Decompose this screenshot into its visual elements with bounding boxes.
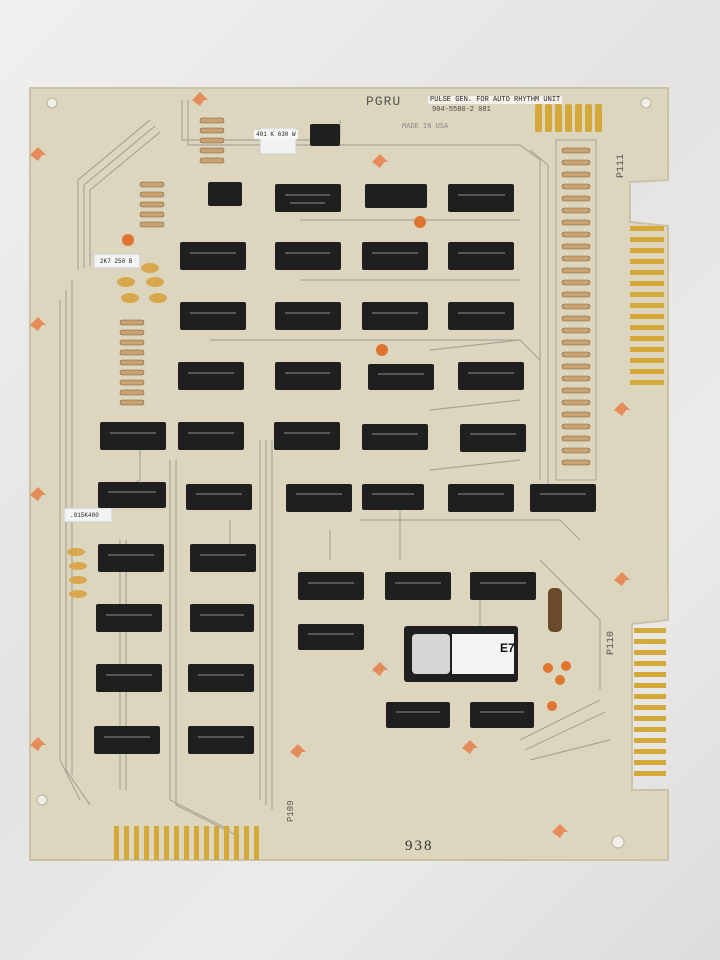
- eprom-chip: [404, 626, 518, 682]
- mounting-hole: [640, 97, 652, 109]
- mounting-hole: [36, 794, 48, 806]
- connector-label-p110: P110: [606, 630, 617, 655]
- component-code-b: 2K7 250 B: [98, 257, 135, 266]
- mounting-hole: [611, 835, 625, 849]
- edge-connector-p111: [630, 226, 664, 385]
- edge-connector-p110: [634, 628, 666, 776]
- board-title: PGRU: [366, 94, 402, 109]
- ic-chips: [94, 124, 596, 754]
- top-header-pins: [535, 104, 602, 132]
- mounting-hole: [46, 97, 58, 109]
- connector-label-p111: P111: [616, 153, 627, 178]
- eprom-label: E7: [500, 641, 515, 655]
- board-description-label: PULSE GEN. FOR AUTO RHYTHM UNIT: [428, 96, 563, 104]
- resistor-group-left: [119, 117, 225, 406]
- manufacturer-logos: [30, 92, 630, 838]
- resistor-ladder-right: [555, 139, 597, 481]
- board-part-number: 904-5580-2 081: [432, 106, 491, 114]
- edge-connector-p109: [114, 826, 259, 860]
- ic-markings: [104, 194, 586, 738]
- component-code-c: .015K400: [68, 511, 101, 520]
- pcb-traces: [59, 100, 611, 836]
- component-code-a: 401 K 630 W: [254, 130, 298, 139]
- made-in-label: MADE IN USA: [402, 123, 449, 131]
- serial-number: 938: [405, 838, 434, 854]
- connector-label-p109: P109: [286, 800, 296, 822]
